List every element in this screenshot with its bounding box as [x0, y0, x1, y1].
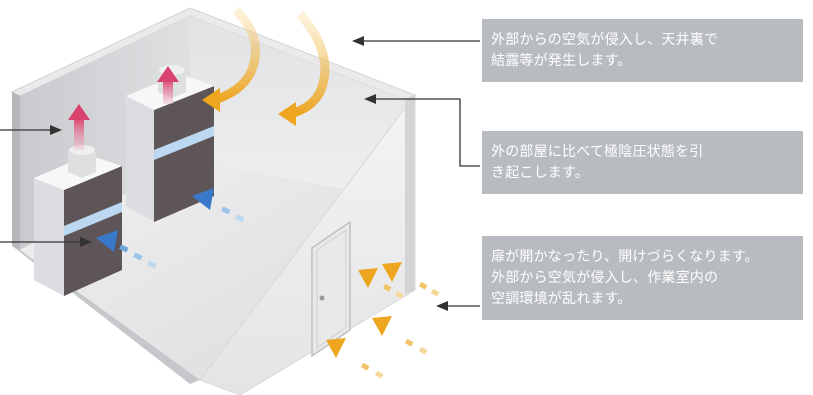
ceiling-leak-arrow-1: [202, 6, 261, 112]
leader-line-2: [376, 98, 480, 167]
air-unit-right: [126, 65, 214, 222]
door-leak-arrow-3: [326, 338, 384, 379]
door-leak-arrow-1: [358, 268, 404, 299]
callout-text: 外の部屋に比べて極陰圧状態を引 き起こします。: [491, 143, 704, 181]
callout-text: 扉が開かなったり、開けづらくなります。 外部から空気が侵入し、作業室内の 空調環…: [491, 248, 759, 307]
callout-negative-pressure: 外の部屋に比べて極陰圧状態を引 き起こします。: [482, 131, 803, 194]
exhaust-arrow-right: [157, 66, 179, 104]
callout-ceiling-condensation: 外部からの空気が侵入し、天井裏で 結露等が発生します。: [482, 19, 803, 82]
door-leak-arrow-2: [382, 262, 440, 297]
air-unit-left: [34, 145, 122, 296]
leader-lines: [0, 36, 480, 311]
intake-arrow-left: [96, 230, 157, 269]
front-wall-edge: [405, 95, 415, 294]
leader-arrowhead-left-intake: [80, 237, 92, 247]
callout-text: 外部からの空気が侵入し、天井裏で 結露等が発生します。: [491, 31, 719, 69]
intake-arrow-right: [192, 188, 245, 223]
door-leak-arrow-4: [372, 316, 428, 355]
exhaust-arrow-left: [68, 104, 90, 150]
leader-arrowhead-3: [436, 301, 448, 311]
callout-door-air-leak: 扉が開かなったり、開けづらくなります。 外部から空気が侵入し、作業室内の 空調環…: [482, 236, 803, 320]
leader-arrowhead-left-exhaust: [50, 125, 62, 135]
door-knob: [319, 295, 325, 301]
left-wall-edge: [12, 92, 20, 250]
leader-arrowhead-1: [352, 36, 364, 46]
ceiling-leak-arrow-2: [278, 11, 330, 126]
leader-arrowhead-2: [364, 94, 376, 104]
door: [311, 220, 351, 358]
